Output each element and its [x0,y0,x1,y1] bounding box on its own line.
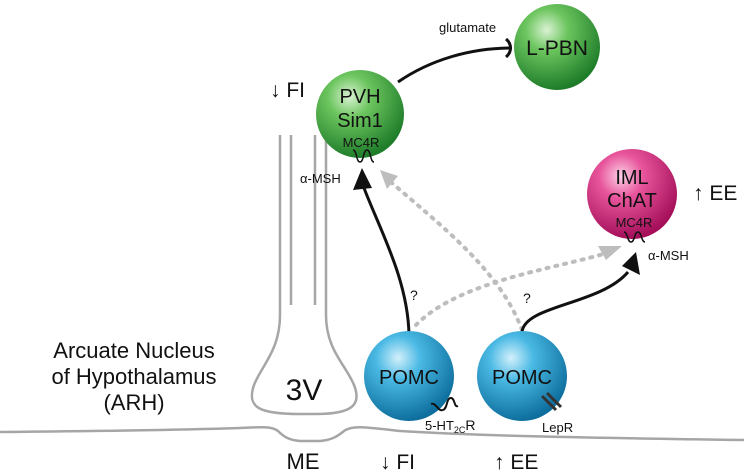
lpbn-label: L-PBN [526,37,588,60]
pomc-to-pvh-arrow [362,187,411,336]
pvh-label: PVH [339,86,380,108]
question-right-label: ? [523,290,531,306]
alpha-msh-right-label: α-MSH [648,248,689,263]
sim1-label: Sim1 [337,110,383,132]
iml-mc4r-label: MC4R [616,215,653,230]
arh-line1-label: Arcuate Nucleus [53,338,214,363]
alpha-msh-left-label: α-MSH [300,171,341,186]
fi-top-label: ↓ FI [270,79,305,102]
ee-right-label: ↑ EE [693,182,737,205]
arh-line2-label: of Hypothalamus [51,364,216,389]
dotted-arrowhead-iml-icon [598,246,622,260]
pomc-right-label: POMC [492,367,552,389]
5ht2c-receptor-icon [430,396,459,412]
glutamate-label: glutamate [439,20,496,35]
ee-bottom-label: ↑ EE [494,451,538,473]
pomc-to-iml-arrow [520,271,630,333]
fi-bottom-label: ↓ FI [380,451,415,473]
arh-line3-label: (ARH) [103,390,164,415]
chat-label: ChAT [607,190,657,212]
pomc-left-node [364,331,454,421]
median-eminence-label: ME [287,449,320,473]
mc4r-receptor-icon [352,149,375,163]
iml-label: IML [615,167,648,189]
pomc-left-label: POMC [379,367,439,389]
dotted-projections [383,175,612,332]
ventricle-outline [0,135,744,443]
solid-arrowhead-iml-icon [622,252,640,275]
third-ventricle-label: 3V [286,374,323,407]
pvh-mc4r-label: MC4R [343,135,380,150]
dotted-arrowhead-pvh-icon [380,170,398,189]
question-left-label: ? [410,287,418,303]
5ht2c-receptor-label: 5-HT2CR [425,417,476,435]
inhibitory-tbar-icon [504,37,512,59]
lepr-receptor-icon [540,391,563,412]
glutamate-connection [397,46,513,84]
mc4r-iml-receptor-icon [623,231,646,243]
pvh-node [316,70,404,158]
lepr-label: LepR [542,420,573,435]
iml-node [587,149,677,239]
solid-arrowhead-pvh-icon [353,168,372,190]
lpbn-node [514,4,600,90]
